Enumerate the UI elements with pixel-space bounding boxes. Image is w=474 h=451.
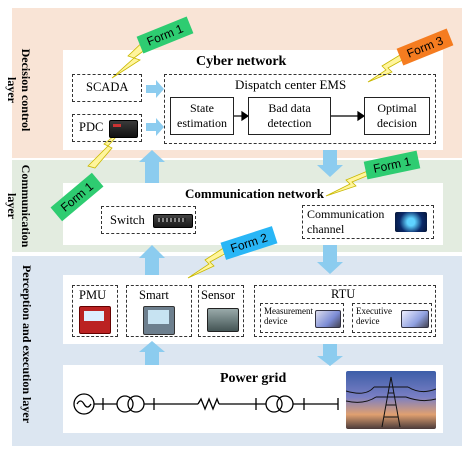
smart-meter-icon — [143, 306, 175, 335]
sensor-box[interactable]: Sensor — [198, 285, 244, 337]
pdc-to-ems-arrow — [146, 118, 164, 136]
smart-label: Smart — [139, 288, 169, 302]
communication-channel-label: Communication channel — [307, 207, 385, 236]
sensor-label: Sensor — [201, 288, 236, 302]
down-arrow-1 — [317, 150, 343, 177]
communication-channel-box[interactable]: Communication channel — [302, 205, 434, 239]
transformer-2-symbol-b — [276, 395, 294, 413]
network-image-icon — [395, 212, 427, 232]
pmu-box[interactable]: PMU — [72, 285, 118, 337]
state-estimation-box[interactable]: State estimation — [170, 97, 234, 135]
measurement-device-icon — [315, 310, 341, 328]
scada-label: SCADA — [86, 80, 129, 94]
up-arrow-3 — [139, 341, 165, 365]
executive-device-label: Executive device — [356, 306, 392, 326]
switch-label: Switch — [110, 213, 145, 227]
rtu-box[interactable]: RTU — [254, 285, 436, 337]
transmission-tower-image — [345, 371, 437, 429]
resistor-symbol — [197, 397, 220, 411]
ems-title: Dispatch center EMS — [235, 77, 347, 92]
pmu-device-icon — [79, 306, 111, 334]
executive-device-box[interactable]: Executive device — [352, 303, 432, 333]
transformer-1-symbol-b — [127, 395, 145, 413]
ems-box[interactable]: Dispatch center EMS — [164, 74, 436, 144]
up-arrow-1 — [139, 150, 165, 183]
measurement-device-label: Measurement device — [264, 306, 313, 326]
bad-data-detection-label: Bad data detection — [267, 101, 312, 130]
bad-data-detection-box[interactable]: Bad data detection — [248, 97, 331, 135]
down-arrow-3 — [317, 344, 343, 366]
executive-device-icon — [401, 310, 429, 328]
rtu-label: RTU — [331, 287, 356, 301]
scada-to-ems-arrow — [146, 80, 164, 98]
down-arrow-2 — [317, 245, 343, 274]
transformer-2-symbol-a — [265, 395, 283, 413]
optimal-decision-box[interactable]: Optimal decision — [364, 97, 430, 135]
power-grid-title: Power grid — [220, 371, 287, 386]
switch-box[interactable]: Switch — [101, 206, 196, 234]
transformer-1-symbol-a — [116, 395, 134, 413]
pdc-box[interactable]: PDC — [72, 114, 142, 142]
communication-network-title: Communication network — [185, 186, 325, 201]
pmu-label: PMU — [79, 288, 107, 302]
optimal-decision-label: Optimal decision — [377, 101, 417, 130]
state-estimation-label: State estimation — [177, 101, 227, 130]
switch-device-icon — [153, 214, 193, 228]
pdc-label: PDC — [79, 120, 104, 134]
scada-box[interactable]: SCADA — [72, 74, 142, 102]
up-arrow-2 — [139, 245, 165, 275]
cyber-network-title: Cyber network — [196, 54, 287, 69]
pdc-device-icon — [109, 120, 138, 138]
measurement-device-box[interactable]: Measurement device — [260, 303, 344, 333]
smart-meter-box[interactable]: Smart — [126, 285, 192, 337]
sensor-device-icon — [207, 308, 239, 332]
